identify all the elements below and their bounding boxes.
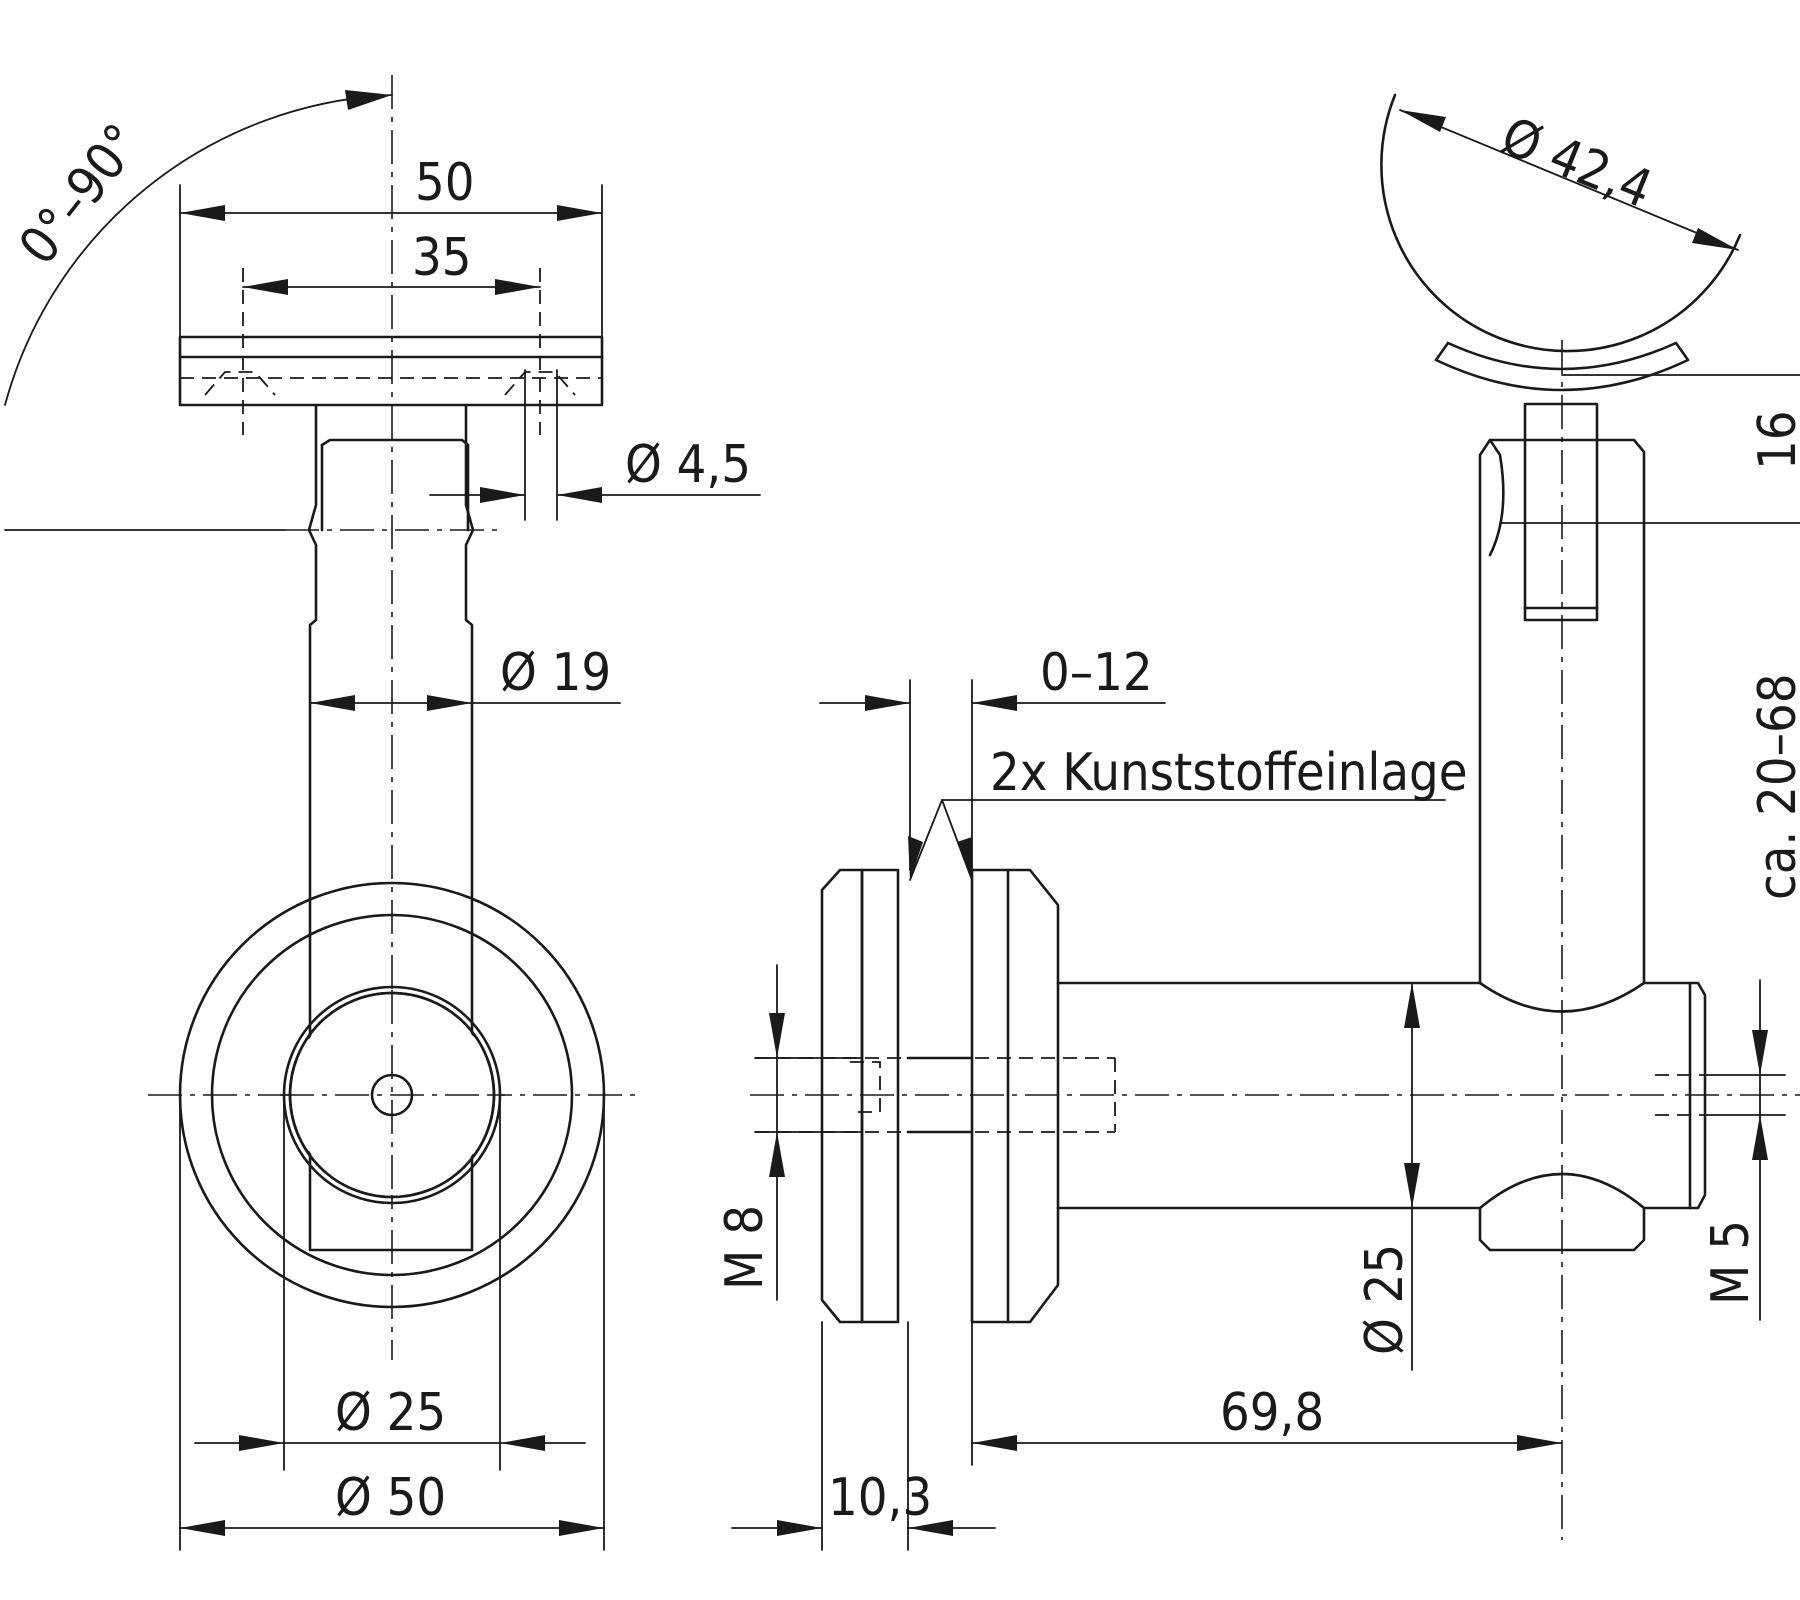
disc-inner-diameter-label: Ø 25 [335, 1383, 446, 1443]
post [307, 403, 475, 1252]
height-range-label: ca. 20–68 [1748, 673, 1800, 900]
hole-diameter-label: Ø 4,5 [625, 435, 751, 495]
left-view: 0°–90° 50 35 Ø 4,5 Ø 19 Ø 25 Ø 50 [4, 75, 761, 1551]
glass-disc-left [820, 868, 864, 1324]
hole-spacing-label: 35 [412, 228, 472, 288]
rail-diameter-label: Ø 42,4 [1493, 106, 1660, 220]
disc-outer-diameter-label: Ø 50 [335, 1468, 446, 1528]
arm [1056, 981, 1707, 1210]
arm-length-label: 69,8 [1220, 1383, 1324, 1443]
height-16-label: 16 [1748, 410, 1800, 470]
plate-width-label: 50 [415, 153, 475, 213]
saddle [1434, 341, 1690, 392]
glass-disc-right [970, 868, 1060, 1324]
mounting-plate [178, 335, 604, 407]
insert-note-label: 2x Kunststoffeinlage [990, 743, 1468, 803]
thread-right-label: M 5 [1701, 1220, 1761, 1305]
disc-thickness-label: 10,3 [828, 1468, 932, 1528]
handrail [1380, 93, 1742, 353]
arm-diameter-label: Ø 25 [1355, 1244, 1415, 1355]
post-diameter-label: Ø 19 [500, 643, 611, 703]
thread-left-label: M 8 [715, 1205, 775, 1290]
glass-gap-label: 0–12 [1040, 643, 1153, 703]
angle-label: 0°–90° [8, 113, 153, 276]
right-view: 0–12 2x Kunststoffeinlage M 8 10,3 Ø 25 … [715, 93, 1800, 1551]
vertical-tube [1478, 438, 1646, 985]
